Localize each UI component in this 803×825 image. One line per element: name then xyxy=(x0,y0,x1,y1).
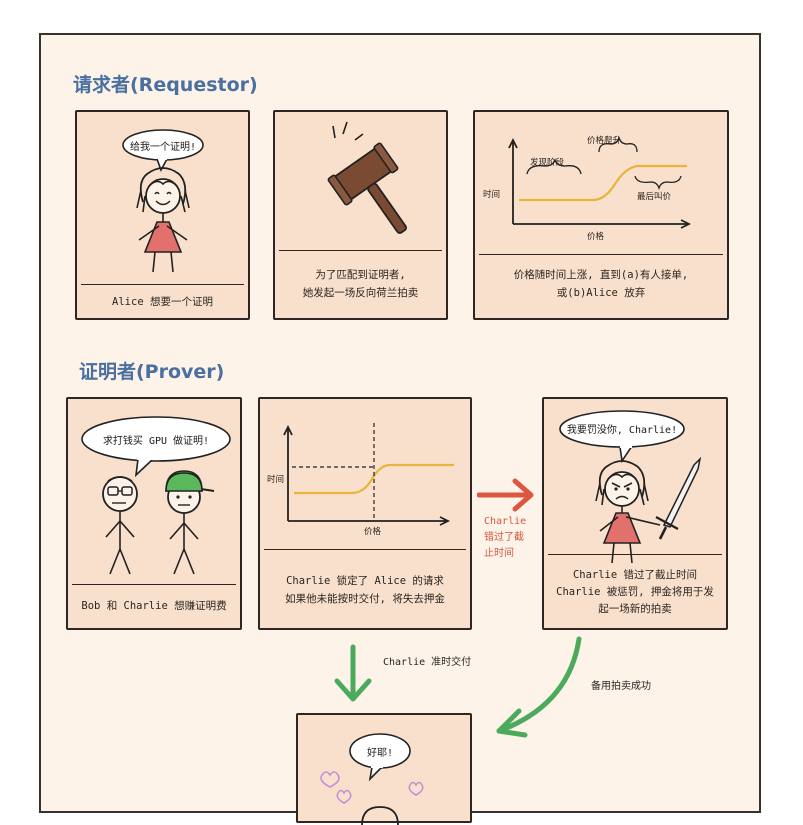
bob-and-charlie-illustration xyxy=(81,416,231,575)
panel-alice-wants-proof: 给我一个证明! Alice 想要一个证明 xyxy=(75,110,250,320)
price-curve-graph xyxy=(508,135,692,229)
angry-alice-illustration xyxy=(559,410,702,564)
yay-speech-bubble: 好耶! xyxy=(366,748,394,759)
alice-speech-bubble: 给我一个证明! xyxy=(129,142,197,153)
happy-celebration-illustration xyxy=(320,733,424,825)
missed-deadline-arrow-icon xyxy=(477,478,534,512)
caption-divider xyxy=(548,554,722,555)
panel6-caption-line2: Charlie 被惩罚, 押金将用于发 xyxy=(556,586,714,598)
caption-divider xyxy=(264,549,466,550)
alice-illustration xyxy=(122,129,204,273)
comic-sheet: 请求者(Requestor) 给我一个证明! Alice 想要一个证明 xyxy=(39,33,761,825)
panel3-caption-line2: 或(b)Alice 放弃 xyxy=(556,287,646,299)
backup-auction-arrow-icon xyxy=(496,636,582,738)
angry-alice-speech-bubble: 我要罚没你, Charlie! xyxy=(566,425,678,436)
panel3-caption-line1: 价格随时间上涨, 直到(a)有人接单, xyxy=(513,269,689,281)
missed-deadline-line3: 止时间 xyxy=(484,548,514,559)
caption-divider xyxy=(72,584,236,585)
panel2-caption-line2: 她发起一场反向荷兰拍卖 xyxy=(302,287,419,299)
panel2-caption-line1: 为了匹配到证明者, xyxy=(315,269,406,281)
panel5-caption-line2: 如果他未能按时交付, 将失去押金 xyxy=(285,593,445,605)
panel6-caption-line3: 起一场新的拍卖 xyxy=(598,603,672,615)
panel-bob-and-charlie: 求打钱买 GPU 做证明! Bob 和 Charlie 想赚证明费 xyxy=(66,397,242,630)
axis-x-label: 价格 xyxy=(587,232,605,242)
panel1-caption: Alice 想要一个证明 xyxy=(112,296,213,308)
panel-reverse-dutch-auction: 为了匹配到证明者, 她发起一场反向荷兰拍卖 xyxy=(273,110,448,320)
requestor-section-title: 请求者(Requestor) xyxy=(73,74,258,96)
label-discovery-phase: 发现阶段 xyxy=(530,158,565,168)
panel4-caption: Bob 和 Charlie 想赚证明费 xyxy=(81,600,227,612)
caption-divider xyxy=(279,250,442,251)
panel6-caption-line1: Charlie 错过了截止时间 xyxy=(572,569,698,581)
panel-charlie-locks-request: 时间 价格 Charlie 锁定了 Alice 的请求 如果他未能按时交付, 将… xyxy=(258,397,472,630)
caption-divider xyxy=(81,284,244,285)
axis-y-label: 时间 xyxy=(483,190,501,200)
label-price-rise: 价格爬升 xyxy=(587,136,622,146)
gavel-icon xyxy=(327,121,407,234)
missed-deadline-line2: 错过了截 xyxy=(484,532,524,543)
backup-auction-label: 备用拍卖成功 xyxy=(591,681,651,692)
on-time-arrow-icon xyxy=(334,644,372,702)
panel5-caption-line1: Charlie 锁定了 Alice 的请求 xyxy=(286,575,444,587)
bob-charlie-speech-bubble: 求打钱买 GPU 做证明! xyxy=(102,436,210,447)
panel-yay: 好耶! xyxy=(296,713,472,825)
prover-section-title: 证明者(Prover) xyxy=(79,361,225,383)
missed-deadline-line1: Charlie xyxy=(484,516,527,527)
on-time-delivery-label: Charlie 准时交付 xyxy=(383,657,472,668)
lock-curve-graph xyxy=(283,423,454,526)
axis-y-label: 时间 xyxy=(267,475,285,485)
axis-x-label: 价格 xyxy=(364,527,382,537)
caption-divider xyxy=(479,254,723,255)
label-last-call: 最后叫价 xyxy=(637,192,672,202)
panel-price-over-time: 发现阶段 价格爬升 最后叫价 时间 价格 价格随时间上涨, 直到(a)有人接单,… xyxy=(473,110,729,320)
panel-charlie-slashed: 我要罚没你, Charlie! Charlie 错过了截止时间 Charlie … xyxy=(542,397,728,630)
missed-deadline-label: Charlie 错过了截 止时间 xyxy=(484,514,540,562)
